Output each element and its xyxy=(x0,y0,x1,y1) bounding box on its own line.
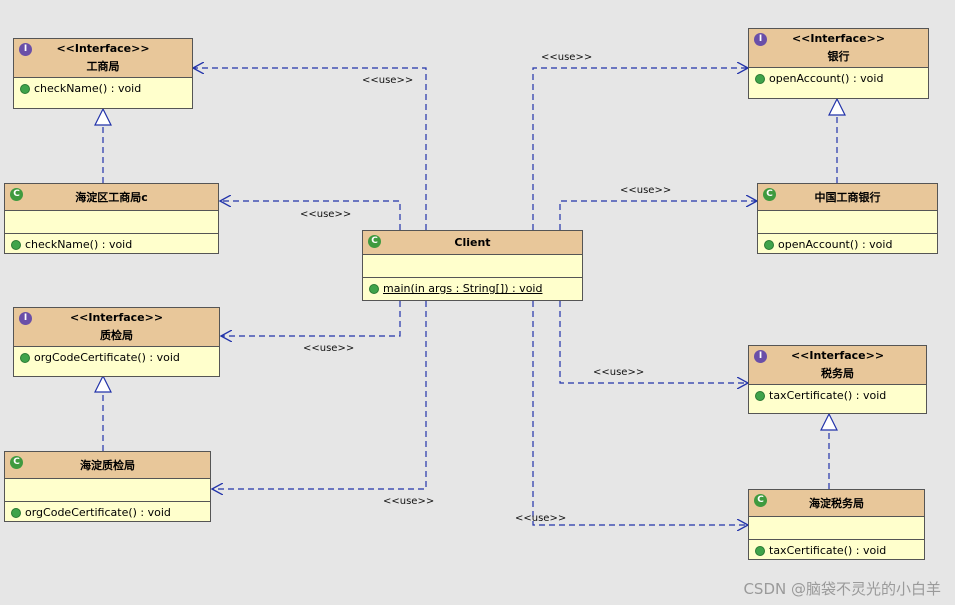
use-label: <<use>> xyxy=(362,75,414,86)
use-label: <<use>> xyxy=(300,209,352,220)
operation[interactable]: main(in args : String[]) : void xyxy=(363,278,582,299)
use-label: <<use>> xyxy=(515,513,567,524)
interface-zhijian[interactable]: I <<Interface>> 质检局 orgCodeCertificate()… xyxy=(13,307,220,377)
public-method-icon xyxy=(20,84,30,94)
stereotype: <<Interface>> xyxy=(791,32,886,45)
operation[interactable]: orgCodeCertificate() : void xyxy=(14,347,219,368)
class-haidian-gongshang[interactable]: C 海淀区工商局c checkName() : void xyxy=(4,183,219,254)
use-edge-icbc xyxy=(559,201,757,230)
interface-bank[interactable]: I <<Interface>> 银行 openAccount() : void xyxy=(748,28,929,99)
stereotype: <<Interface>> xyxy=(56,42,150,55)
attributes-section xyxy=(363,255,582,278)
class-header: C 中国工商银行 xyxy=(758,184,937,211)
public-method-icon xyxy=(11,508,21,518)
class-icon: C xyxy=(763,188,776,201)
class-header: I <<Interface>> 税务局 xyxy=(749,346,926,385)
use-edge-haidian-shuiwu xyxy=(532,301,748,525)
use-edge-gongshang xyxy=(193,68,427,230)
public-method-icon xyxy=(20,353,30,363)
public-method-icon xyxy=(764,240,774,250)
interface-icon: I xyxy=(19,43,32,56)
attributes-section xyxy=(5,211,218,234)
operation[interactable]: taxCertificate() : void xyxy=(749,540,924,561)
operation[interactable]: taxCertificate() : void xyxy=(749,385,926,406)
attributes-section xyxy=(749,517,924,540)
realize-triangle-zhijian xyxy=(94,374,112,393)
operation[interactable]: orgCodeCertificate() : void xyxy=(5,502,210,523)
attributes-section xyxy=(5,479,210,502)
class-header: C Client xyxy=(363,231,582,255)
use-edge-haidian-zhijian xyxy=(212,301,427,489)
class-name: 质检局 xyxy=(100,329,133,342)
stereotype: <<Interface>> xyxy=(790,349,885,362)
public-method-icon xyxy=(11,240,21,250)
class-header: C 海淀税务局 xyxy=(749,490,924,517)
realize-triangle-shuiwu xyxy=(820,412,838,431)
use-label: <<use>> xyxy=(383,496,435,507)
class-header: C 海淀区工商局c xyxy=(5,184,218,211)
use-edge-bank xyxy=(532,68,748,230)
class-name: 税务局 xyxy=(821,367,854,380)
class-header: I <<Interface>> 银行 xyxy=(749,29,928,68)
interface-icon: I xyxy=(754,350,767,363)
class-name: 海淀区工商局c xyxy=(75,191,148,204)
operation[interactable]: checkName() : void xyxy=(5,234,218,255)
interface-icon: I xyxy=(19,312,32,325)
public-method-icon xyxy=(755,391,765,401)
class-icon: C xyxy=(754,494,767,507)
realize-triangle-gongshang xyxy=(94,107,112,126)
class-name: 海淀税务局 xyxy=(809,497,864,510)
class-name: Client xyxy=(454,236,491,249)
use-label: <<use>> xyxy=(593,367,645,378)
class-header: I <<Interface>> 工商局 xyxy=(14,39,192,78)
class-name: 中国工商银行 xyxy=(814,191,881,204)
use-label: <<use>> xyxy=(541,52,593,63)
class-name: 工商局 xyxy=(86,60,120,73)
stereotype: <<Interface>> xyxy=(69,311,164,324)
attributes-section xyxy=(758,211,937,234)
class-header: C 海淀质检局 xyxy=(5,452,210,479)
public-method-icon xyxy=(755,546,765,556)
use-label: <<use>> xyxy=(303,343,355,354)
class-name: 海淀质检局 xyxy=(80,459,135,472)
realize-triangle-bank xyxy=(828,97,846,116)
class-haidian-zhijian[interactable]: C 海淀质检局 orgCodeCertificate() : void xyxy=(4,451,211,522)
use-label: <<use>> xyxy=(620,185,672,196)
use-edge-shuiwu xyxy=(559,301,748,383)
public-method-icon xyxy=(755,74,765,84)
class-icbc[interactable]: C 中国工商银行 openAccount() : void xyxy=(757,183,938,254)
operation[interactable]: checkName() : void xyxy=(14,78,192,99)
class-icon: C xyxy=(10,188,23,201)
public-method-icon xyxy=(369,284,379,294)
operation[interactable]: openAccount() : void xyxy=(758,234,937,255)
operation[interactable]: openAccount() : void xyxy=(749,68,928,89)
class-icon: C xyxy=(368,235,381,248)
interface-shuiwu[interactable]: I <<Interface>> 税务局 taxCertificate() : v… xyxy=(748,345,927,414)
interface-icon: I xyxy=(754,33,767,46)
interface-gongshang[interactable]: I <<Interface>> 工商局 checkName() : void xyxy=(13,38,193,109)
class-haidian-shuiwu[interactable]: C 海淀税务局 taxCertificate() : void xyxy=(748,489,925,560)
class-icon: C xyxy=(10,456,23,469)
class-client[interactable]: C Client main(in args : String[]) : void xyxy=(362,230,583,301)
watermark: CSDN @脑袋不灵光的小白羊 xyxy=(743,580,941,598)
use-edge-zhijian xyxy=(221,301,401,336)
class-header: I <<Interface>> 质检局 xyxy=(14,308,219,347)
class-name: 银行 xyxy=(827,50,850,63)
